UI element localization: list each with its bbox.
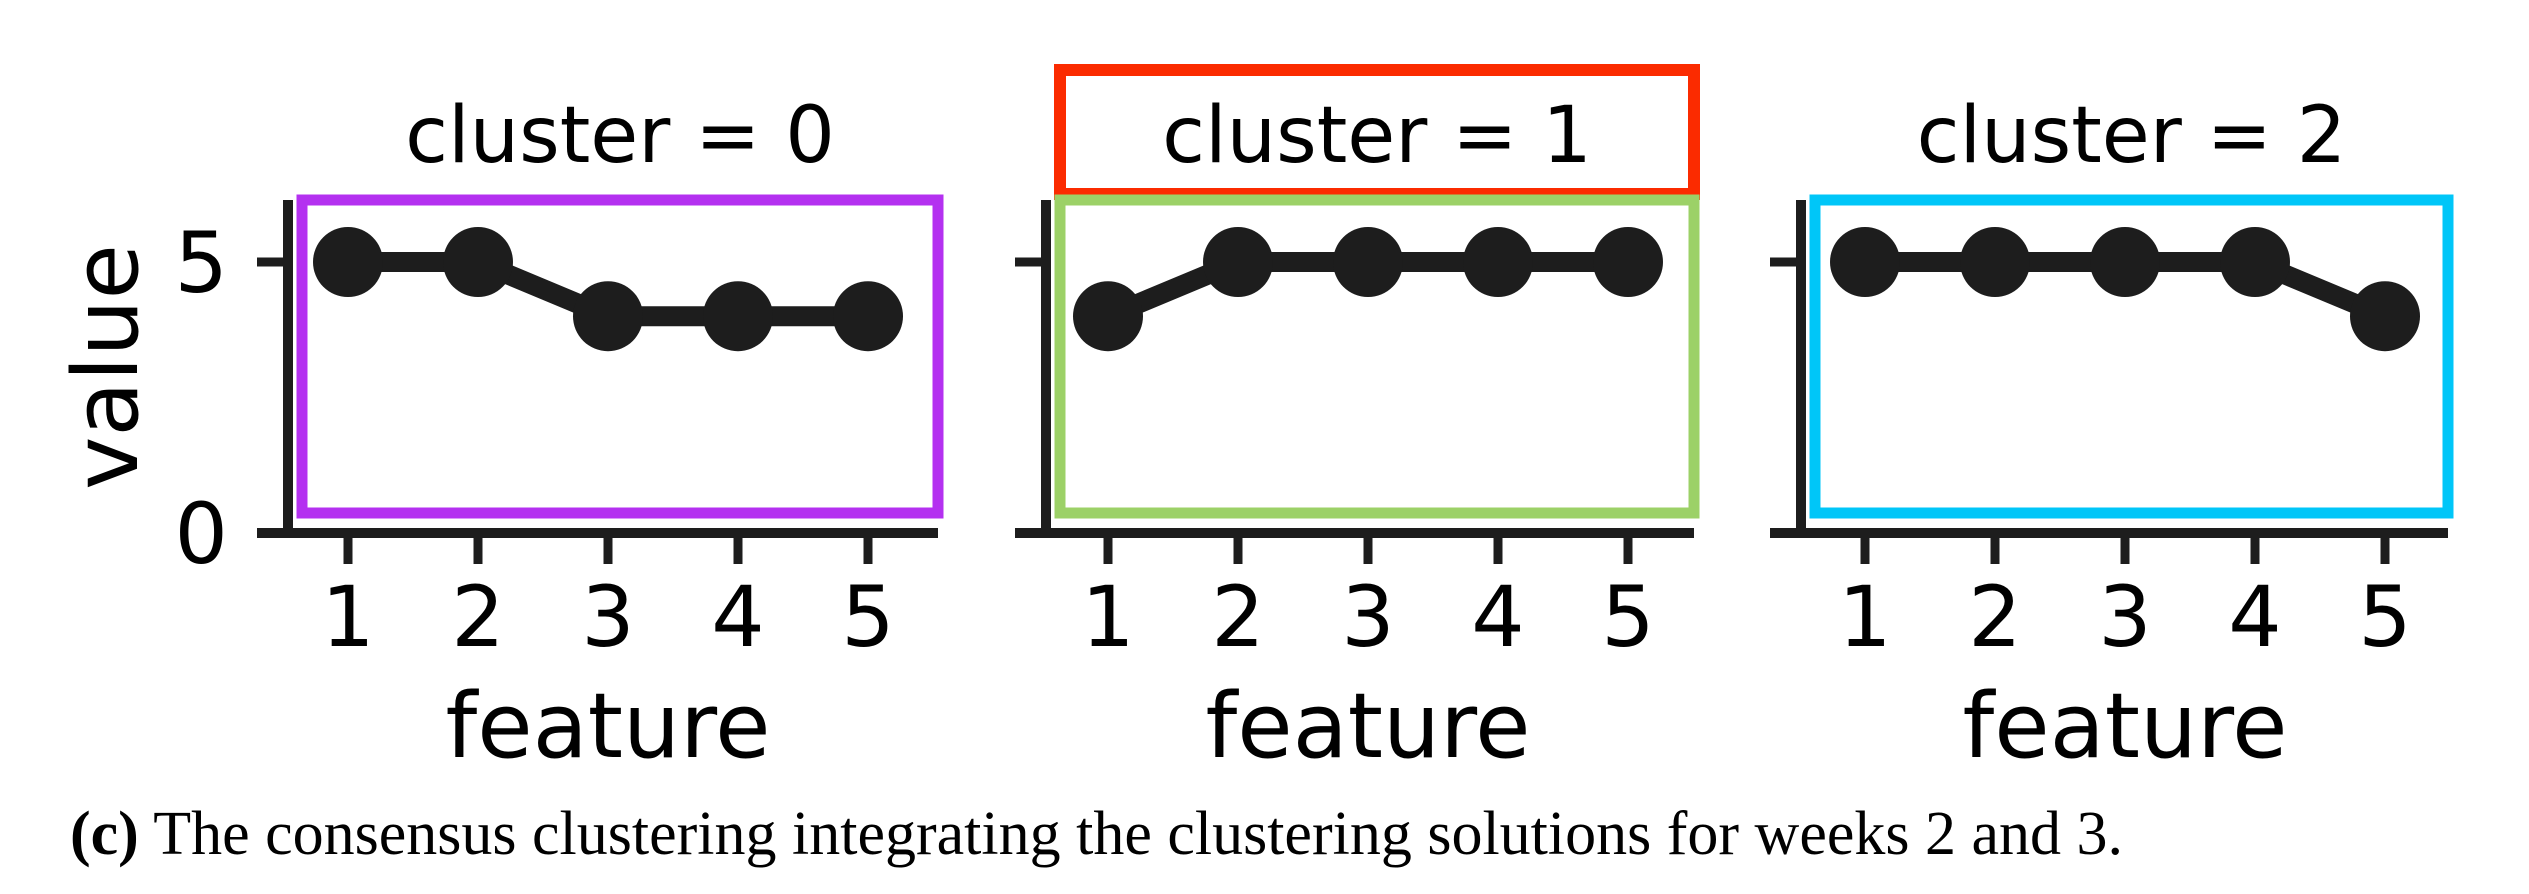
- plot-frame-cluster-1: [1054, 194, 1700, 519]
- x-tick: [1493, 538, 1503, 564]
- data-point-f3: [2090, 227, 2160, 297]
- x-tick: [603, 538, 613, 564]
- data-point-f5: [1593, 227, 1663, 297]
- plot-frame-cluster-2: [1809, 194, 2454, 519]
- data-point-f2: [1203, 227, 1273, 297]
- data-point-f1: [1073, 281, 1143, 352]
- x-tick-label: 1: [1838, 568, 1891, 666]
- x-tick-label: 3: [1341, 568, 1394, 666]
- y-tick-5: [1770, 257, 1796, 267]
- x-axis-spine: [1015, 528, 1694, 538]
- x-tick-label: 4: [1471, 568, 1524, 666]
- panel-title-cluster-0: cluster = 0: [405, 91, 835, 181]
- x-tick: [1990, 538, 2000, 564]
- x-tick-label: 1: [1081, 568, 1134, 666]
- data-point-f4: [1463, 227, 1533, 297]
- data-point-f1: [313, 227, 383, 297]
- x-tick-label: 2: [1211, 568, 1264, 666]
- panel-title-cluster-2: cluster = 2: [1917, 91, 2347, 181]
- x-tick: [1623, 538, 1633, 564]
- plot-frame-cluster-0: [296, 194, 944, 519]
- x-tick-label: 4: [2228, 568, 2281, 666]
- x-axis-spine: [257, 528, 938, 538]
- x-axis-label: feature: [1206, 674, 1531, 770]
- caption-text: The consensus clustering integrating the…: [153, 800, 2124, 868]
- x-axis-label: feature: [1963, 674, 2288, 770]
- x-tick: [1860, 538, 1870, 564]
- x-tick-label: 5: [2358, 568, 2411, 666]
- data-point-f2: [443, 227, 513, 297]
- data-point-f4: [2220, 227, 2290, 297]
- y-axis-label: value: [54, 244, 159, 490]
- y-tick-label-0: 0: [175, 485, 228, 583]
- data-point-f3: [1333, 227, 1403, 297]
- x-tick: [1363, 538, 1373, 564]
- x-tick-label: 1: [321, 568, 374, 666]
- x-axis-label: feature: [446, 674, 771, 770]
- data-point-f4: [703, 281, 773, 352]
- x-tick: [2250, 538, 2260, 564]
- x-tick: [1233, 538, 1243, 564]
- x-tick-label: 4: [711, 568, 764, 666]
- data-point-f3: [573, 281, 643, 352]
- x-tick: [473, 538, 483, 564]
- y-axis-spine: [283, 200, 293, 538]
- x-tick: [343, 538, 353, 564]
- data-point-f5: [2350, 281, 2420, 352]
- x-tick-label: 5: [1601, 568, 1654, 666]
- data-point-f5: [833, 281, 903, 352]
- x-tick-label: 5: [841, 568, 894, 666]
- x-tick: [1103, 538, 1113, 564]
- x-tick-label: 2: [1968, 568, 2021, 666]
- x-tick-label: 3: [2098, 568, 2151, 666]
- x-tick-label: 2: [451, 568, 504, 666]
- y-axis-spine: [1796, 200, 1806, 538]
- x-axis-spine: [1770, 528, 2448, 538]
- x-tick: [2380, 538, 2390, 564]
- x-tick: [733, 538, 743, 564]
- y-tick-5: [1015, 257, 1041, 267]
- y-axis-spine: [1041, 200, 1051, 538]
- panel-title-cluster-1: cluster = 1: [1162, 91, 1592, 181]
- data-point-f1: [1830, 227, 1900, 297]
- x-tick-label: 3: [581, 568, 634, 666]
- y-tick-label-5: 5: [175, 214, 228, 312]
- figure-caption: (c) The consensus clustering integrating…: [70, 800, 2510, 868]
- x-tick: [2120, 538, 2130, 564]
- caption-label: (c): [70, 800, 139, 868]
- x-tick: [863, 538, 873, 564]
- data-point-f2: [1960, 227, 2030, 297]
- y-tick-5: [257, 257, 283, 267]
- title-frame-cluster-1: [1054, 64, 1700, 200]
